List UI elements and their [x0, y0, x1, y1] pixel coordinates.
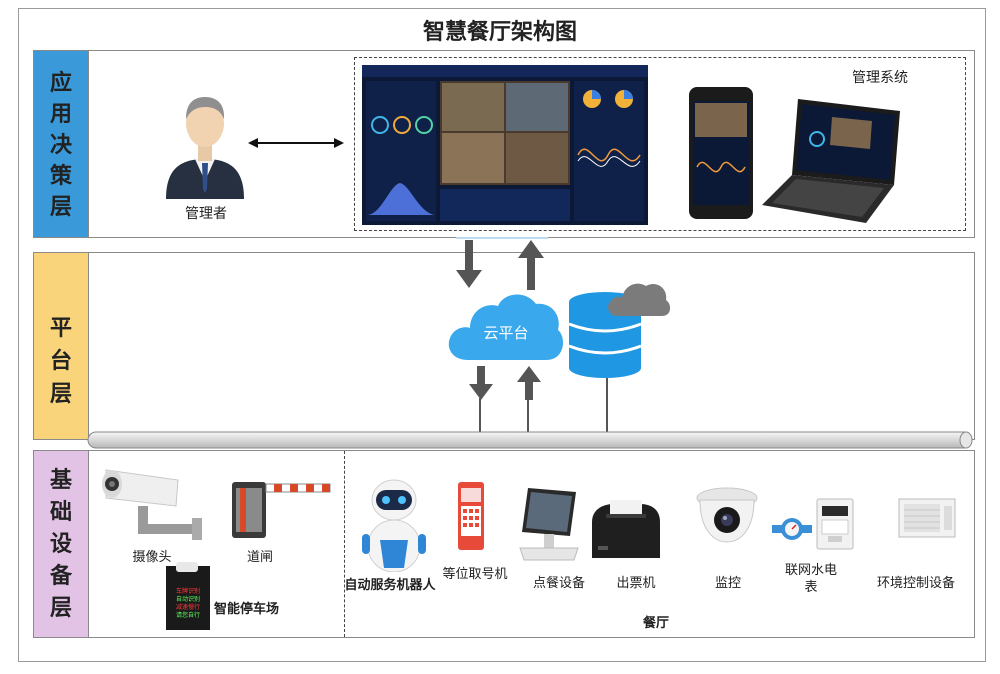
robot-icon — [362, 479, 426, 572]
environment-control-label: 环境控制设备 — [876, 576, 955, 591]
small-cloud-icon — [608, 283, 671, 316]
sign-line: 减速慢行 — [175, 604, 200, 611]
barrier-label: 道闸 — [246, 550, 273, 565]
dashboard-screen-image — [362, 65, 648, 225]
water-meter-icon — [772, 518, 812, 540]
application-layer: 应 用 决 策 层 管理者 管理系统 — [33, 50, 975, 238]
layer-label-char: 层 — [49, 382, 72, 407]
smartphone-image — [689, 87, 753, 219]
camera-label: 摄像头 — [132, 550, 172, 565]
platform-layer-label: 平 台 层 — [34, 253, 89, 439]
layer-label-char: 基 — [49, 468, 72, 493]
arrow-down-icon — [456, 240, 482, 288]
parking-sign-image: 车牌识别 自动识别 减速慢行 请您自行 — [166, 562, 210, 630]
ticket-printer-icon — [592, 500, 660, 558]
data-bus-pipe — [87, 431, 973, 449]
connector-line — [606, 378, 608, 432]
connector-line — [527, 398, 529, 432]
diagram-title: 智慧餐厅架构图 — [422, 20, 577, 45]
sign-line: 车牌识别 — [175, 588, 200, 595]
robot-label: 自动服务机器人 — [344, 578, 436, 593]
parking-label: 智能停车场 — [214, 602, 280, 617]
environment-control-icon — [898, 498, 956, 538]
outer-frame — [18, 8, 986, 662]
cloud-platform-label: 云平台 — [483, 324, 529, 342]
meter-label: 联网水电表 — [784, 563, 837, 595]
layer-label-char: 备 — [49, 564, 72, 589]
manager-icon — [166, 97, 244, 199]
queue-machine-label: 等位取号机 — [442, 567, 508, 582]
laptop-image — [762, 99, 900, 223]
ticket-printer-label: 出票机 — [616, 576, 656, 591]
double-arrow-icon — [248, 138, 344, 148]
management-system-box — [354, 57, 966, 231]
layer-label-char: 应 — [49, 71, 72, 96]
layer-label-char: 设 — [49, 532, 72, 557]
manager-label: 管理者 — [185, 206, 227, 222]
camera-icon — [102, 469, 202, 540]
barrier-gate-icon — [232, 482, 331, 538]
parking-camera-icon — [176, 562, 198, 572]
monitor-label: 监控 — [714, 576, 741, 591]
sign-line: 请您自行 — [175, 612, 200, 619]
application-layer-label: 应 用 决 策 层 — [34, 51, 89, 237]
ordering-terminal-icon — [519, 488, 579, 561]
infrastructure-layer-label: 基 础 设 备 层 — [34, 451, 89, 637]
cloud-icon — [448, 294, 563, 360]
layer-label-char: 策 — [49, 164, 72, 189]
sign-line: 自动识别 — [175, 596, 200, 603]
layer-label-char: 台 — [49, 349, 72, 374]
layer-label-char: 层 — [49, 596, 72, 621]
ordering-label: 点餐设备 — [532, 576, 585, 591]
group-divider — [344, 451, 345, 637]
restaurant-group-label: 餐厅 — [642, 616, 669, 631]
layer-label-char: 用 — [49, 102, 72, 127]
layer-label-char: 决 — [49, 133, 72, 158]
connector-line — [479, 398, 481, 432]
management-system-label: 管理系统 — [852, 70, 908, 86]
layer-label-char: 平 — [49, 316, 72, 341]
layer-label-char: 础 — [49, 500, 72, 525]
arrow-up-icon — [518, 240, 544, 290]
arrow-up-icon — [517, 366, 541, 400]
electric-meter-icon — [816, 498, 854, 550]
surveillance-dome-icon — [696, 487, 758, 543]
layer-label-char: 层 — [49, 195, 72, 220]
arrow-down-icon — [469, 366, 493, 400]
connector-highlight — [456, 237, 548, 239]
queue-ticket-machine-icon — [458, 482, 484, 550]
